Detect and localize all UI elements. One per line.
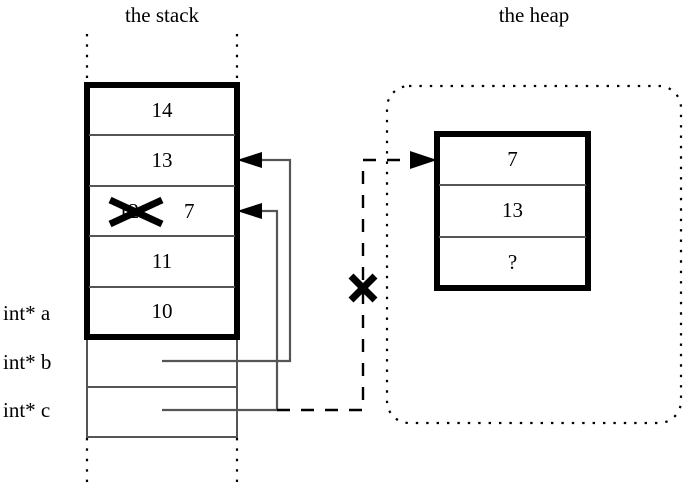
- heap-cell-value-13: 13: [502, 198, 523, 222]
- invalid-pointer-x-mark: [348, 273, 378, 303]
- variable-label-b: int* b: [3, 350, 52, 374]
- stack-cell-value-14: 14: [151, 98, 173, 122]
- dangling-pointer-dashed-line: [277, 158, 412, 412]
- stack-cell-value-11: 11: [151, 249, 173, 273]
- stack-title: the stack: [124, 3, 200, 27]
- heap-title: the heap: [498, 3, 570, 27]
- pointer-c-arrowhead: [237, 203, 262, 219]
- struck-value-x-mark: [108, 196, 164, 228]
- stack-cell-old-value-12: 12: [118, 199, 139, 223]
- heap-cell-value-unknown: ?: [507, 250, 518, 274]
- stack-cell-new-value-7: 7: [184, 199, 195, 223]
- stack-cell-value-10: 10: [151, 299, 173, 323]
- pointer-b-line: [162, 158, 292, 363]
- variable-label-c: int* c: [3, 398, 51, 422]
- heap-block-box: [434, 131, 591, 291]
- pointer-b-arrowhead: [237, 152, 262, 168]
- heap-region-boundary: [385, 84, 683, 425]
- dangling-pointer-arrowhead: [410, 151, 437, 169]
- heap-cell-value-7: 7: [507, 147, 518, 171]
- stack-cell-value-13: 13: [151, 148, 173, 172]
- stack-pointer-cell-c: [86, 386, 238, 438]
- pointer-c-line: [162, 209, 279, 412]
- variable-label-a: int* a: [3, 301, 51, 325]
